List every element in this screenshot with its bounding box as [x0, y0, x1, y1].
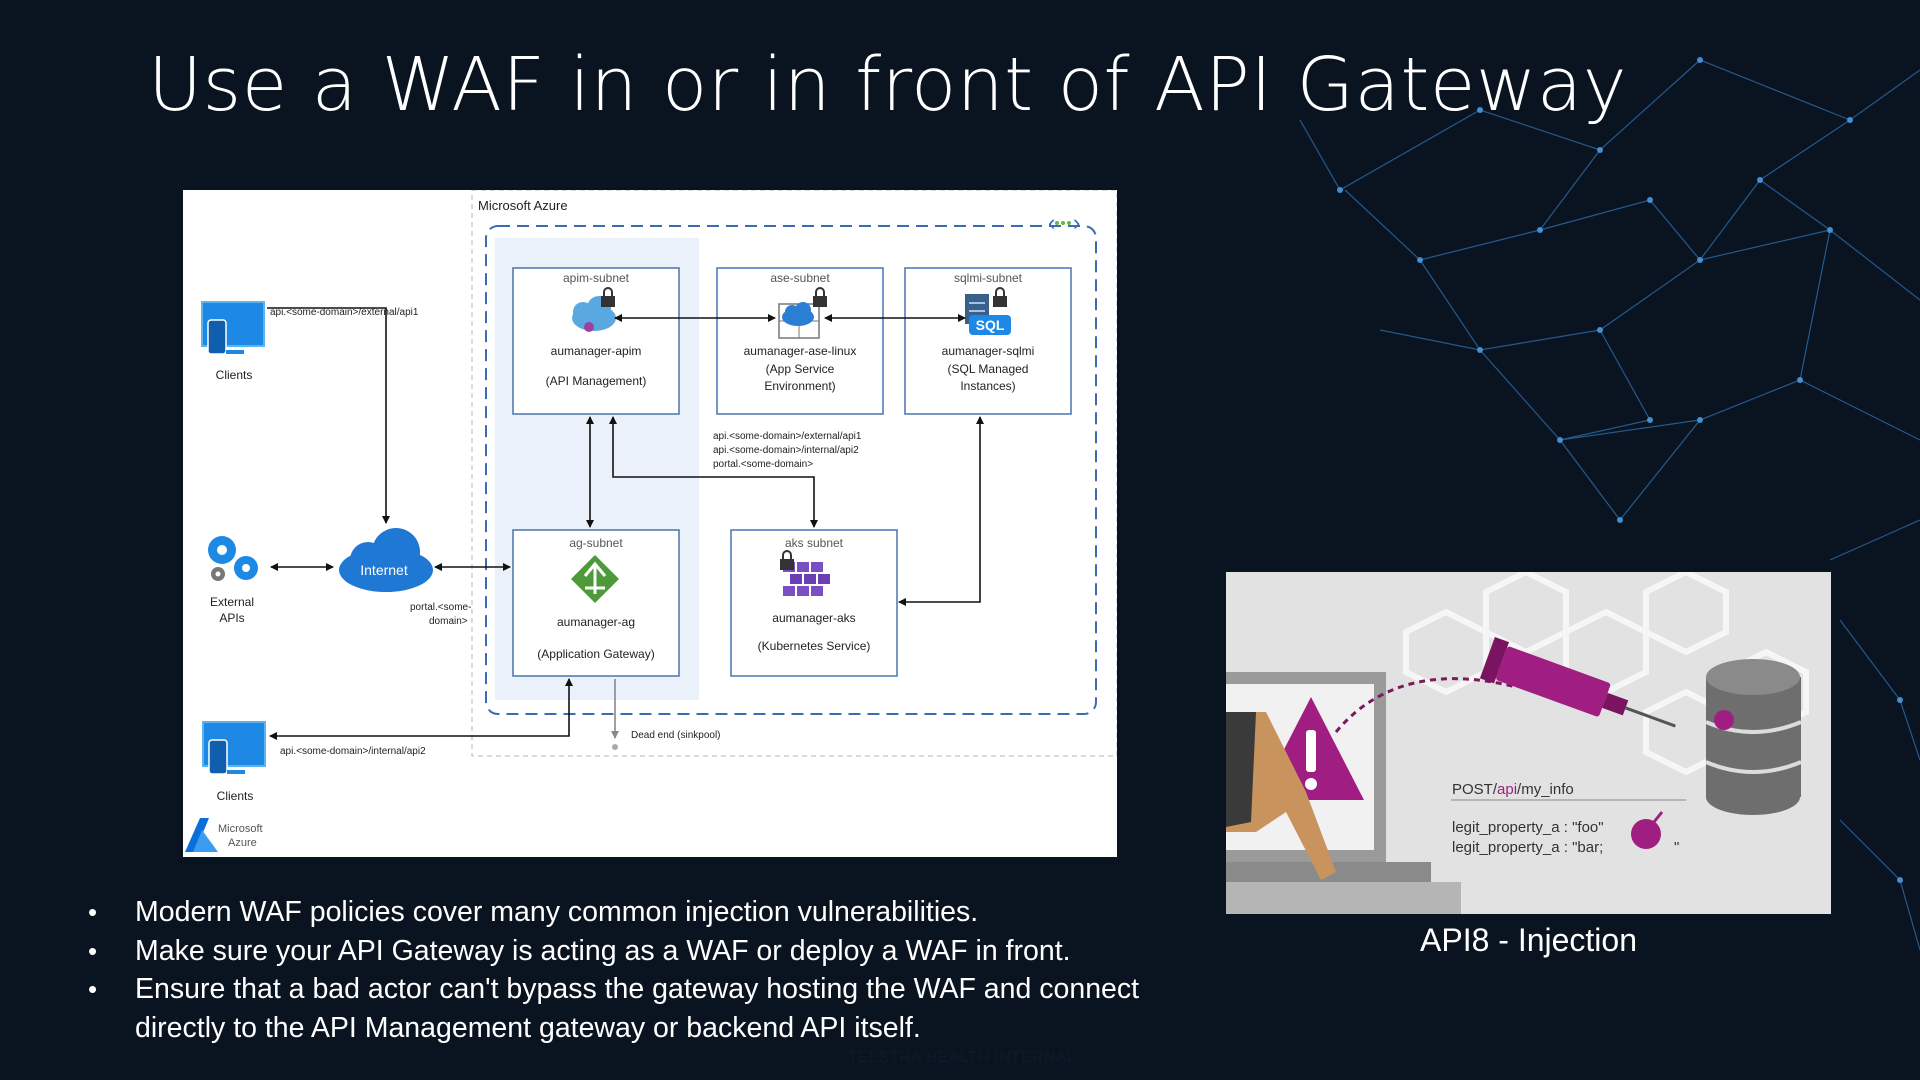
apim-subnet-label: apim-subnet [563, 271, 630, 285]
sqlmi-desc-line1: (SQL Managed [948, 362, 1029, 376]
route-portal-label-line1: portal.<some- [410, 602, 471, 613]
route-block-line3: portal.<some-domain> [713, 459, 813, 470]
ag-name: aumanager-ag [557, 615, 635, 629]
apim-box [512, 267, 680, 415]
application-gateway-icon [571, 555, 619, 603]
hand-icon [1226, 712, 1336, 880]
aks-name: aumanager-aks [772, 611, 855, 625]
connector-aks-sqlmi [898, 416, 984, 606]
architecture-diagram: Microsoft Azure ‹ › apim-subnet aumanage… [183, 189, 1118, 857]
azure-label: Microsoft Azure [478, 198, 568, 213]
post-line: POST/api/my_info [1452, 781, 1574, 798]
aks-box [730, 529, 898, 677]
dead-end-label: Dead end (sinkpool) [631, 730, 721, 741]
slide-title: Use a WAF in or in front of API Gateway [148, 42, 1628, 128]
app-service-environment-icon [778, 302, 820, 339]
payload-line-1: legit_property_a : "foo" [1452, 819, 1604, 836]
bullet-item: Ensure that a bad actor can't bypass the… [80, 970, 1200, 1047]
external-apis-gear-icon [208, 536, 258, 581]
route-external-label: api.<some-domain>/external/api1 [270, 307, 419, 318]
external-apis-label-line1: External [210, 595, 254, 609]
aks-desc: (Kubernetes Service) [758, 639, 871, 653]
bullet-item: Modern WAF policies cover many common in… [80, 893, 1200, 932]
connector-apim-aks [609, 416, 818, 528]
ase-name: aumanager-ase-linux [744, 344, 857, 358]
injection-caption: API8 - Injection [1420, 922, 1637, 958]
bomb-icon [1631, 710, 1734, 849]
sql-badge: SQL [976, 317, 1005, 333]
lock-icon [601, 287, 615, 307]
lock-icon [780, 550, 794, 570]
internet-cloud-icon [339, 528, 433, 592]
ag-desc: (Application Gateway) [537, 647, 654, 661]
sqlmi-box [904, 267, 1072, 415]
ase-subnet-label: ase-subnet [770, 271, 830, 285]
ag-subnet-label: ag-subnet [569, 536, 623, 550]
connector-clients-ag-internal [269, 678, 573, 740]
classification-footer: TELSTRA HEALTH INTERNAL [848, 1049, 1076, 1066]
clients-top-icon [201, 301, 265, 355]
payload-line-2: legit_property_a : "bar; [1452, 839, 1603, 856]
external-apis-label-line2: APIs [219, 611, 244, 625]
vnet-icon: ‹ › [1048, 210, 1080, 235]
sinkpool-dot [612, 744, 618, 750]
bullet-item: Make sure your API Gateway is acting as … [80, 932, 1200, 971]
database-icon [1705, 659, 1802, 815]
connector-clients-internet [267, 307, 390, 524]
microsoft-azure-logo [185, 818, 218, 852]
payload-line-2-end: " [1674, 839, 1679, 856]
route-internal-label: api.<some-domain>/internal/api2 [280, 746, 426, 757]
bullet-list: Modern WAF policies cover many common in… [80, 893, 1200, 1047]
vnet-boundary [485, 225, 1097, 715]
clients-top-label: Clients [216, 368, 253, 382]
ase-box [716, 267, 884, 415]
ms-azure-logo-line1: Microsoft [218, 823, 263, 835]
svg-text:›: › [1073, 210, 1080, 235]
route-block-line2: api.<some-domain>/internal/api2 [713, 445, 859, 456]
internet-label: Internet [360, 562, 408, 578]
injection-illustration: POST/api/my_info legit_property_a : "foo… [1226, 572, 1831, 914]
sqlmi-subnet-label: sqlmi-subnet [954, 271, 1023, 285]
apim-desc: (API Management) [546, 374, 647, 388]
sqlmi-desc-line2: Instances) [960, 379, 1015, 393]
lock-icon [813, 287, 827, 307]
clients-bottom-icon [202, 721, 266, 775]
aks-subnet-label: aks subnet [785, 536, 844, 550]
lock-icon [993, 287, 1007, 307]
ag-box [512, 529, 680, 677]
sqlmi-name: aumanager-sqlmi [942, 344, 1035, 358]
ms-azure-logo-line2: Azure [228, 837, 257, 849]
route-portal-label-line2: domain> [429, 616, 468, 627]
clients-bottom-label: Clients [217, 789, 254, 803]
apim-name: aumanager-apim [551, 344, 642, 358]
syringe-icon [1479, 636, 1676, 728]
injection-path [1334, 677, 1517, 733]
route-block-line1: api.<some-domain>/external/api1 [713, 431, 862, 442]
ase-desc-line1: (App Service [766, 362, 835, 376]
svg-text:‹: ‹ [1048, 210, 1055, 235]
ase-desc-line2: Environment) [764, 379, 835, 393]
sql-managed-instance-icon: SQL [965, 294, 1011, 335]
